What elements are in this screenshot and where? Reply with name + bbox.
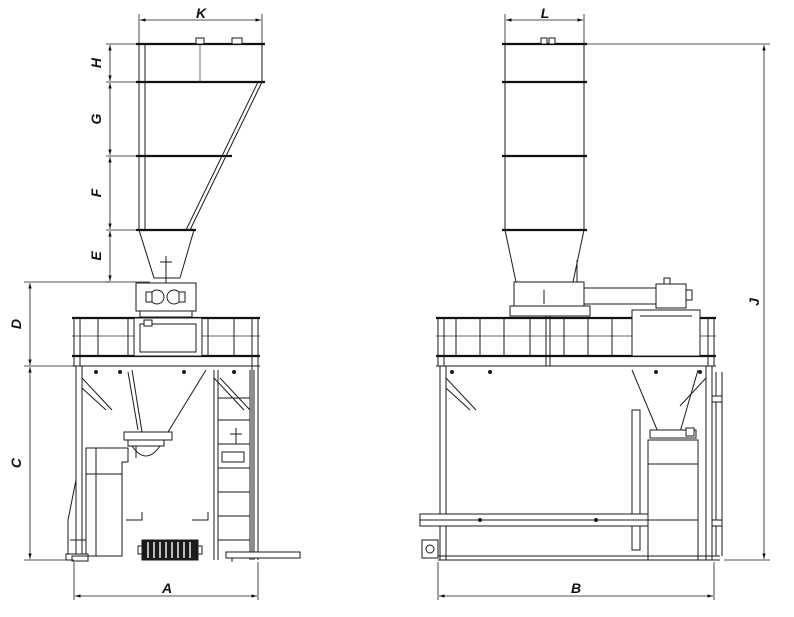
side-view	[419, 37, 723, 561]
dim-label-j: J	[746, 297, 762, 306]
dim-label-d: D	[8, 319, 24, 329]
front-ladder	[213, 370, 301, 562]
side-frame	[439, 366, 723, 560]
dim-label-b: B	[571, 580, 581, 596]
side-hopper	[502, 37, 587, 283]
dimension-lines	[24, 14, 770, 600]
dim-label-e: E	[88, 251, 104, 261]
dim-label-a: A	[161, 580, 172, 596]
side-weigh-hopper	[631, 369, 699, 561]
side-platform	[436, 309, 716, 367]
side-feeder	[509, 277, 693, 366]
dim-label-g: G	[88, 113, 104, 124]
dim-label-f: F	[88, 188, 104, 197]
front-view	[65, 37, 301, 562]
front-weigh-hopper	[123, 369, 207, 458]
front-platform	[72, 316, 260, 367]
dim-label-c: C	[8, 457, 24, 468]
front-feeder	[135, 282, 197, 318]
front-conveyor	[126, 512, 209, 561]
dim-label-l: L	[541, 5, 550, 21]
side-conveyor	[419, 513, 720, 561]
front-frame	[72, 365, 260, 560]
dim-label-h: H	[88, 57, 104, 68]
front-spout-column	[65, 447, 129, 561]
front-hopper	[136, 37, 265, 284]
dim-label-k: K	[196, 5, 207, 21]
